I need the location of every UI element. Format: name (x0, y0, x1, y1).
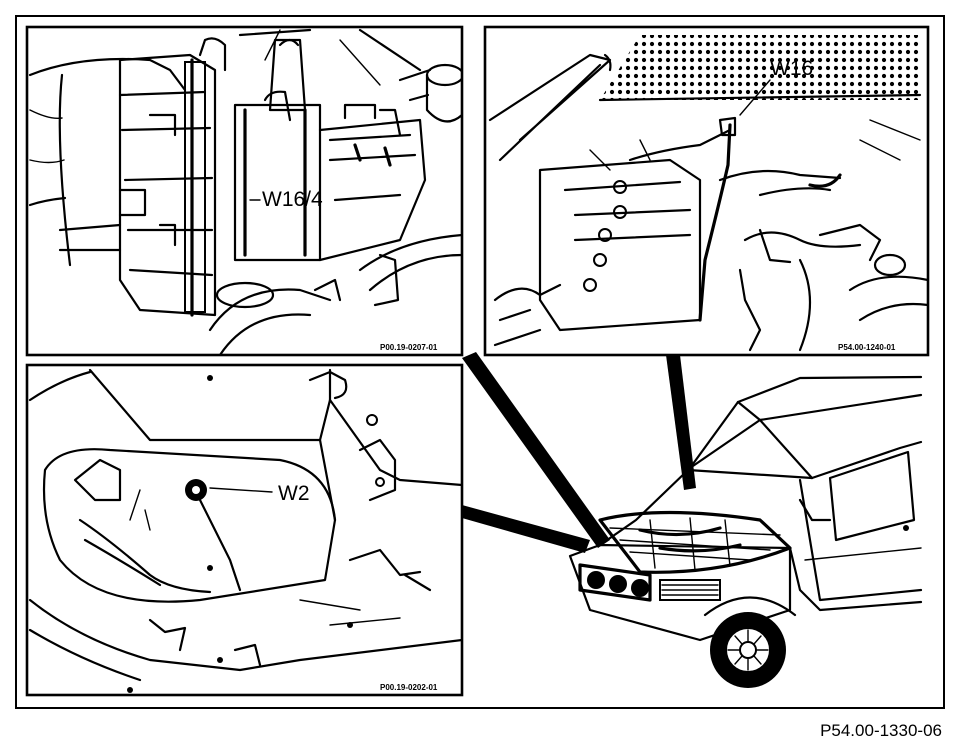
panel-code-bottom-left: P00.19-0202-01 (380, 683, 438, 692)
leader-lines (462, 352, 696, 553)
figure-id: P54.00-1330-06 (820, 721, 942, 740)
outer-border (15, 15, 945, 709)
callout-pointer (739, 79, 771, 116)
panel-code-top-right: P54.00-1240-01 (838, 343, 896, 352)
callout-w16-4: W16/4 (262, 188, 323, 211)
panel-bottom-left: W2 P00.19-0202-01 (25, 363, 464, 697)
panel-top-right: W16 P54.00-1240-01 (483, 25, 930, 357)
panel-top-left: W16/4 P00.19-0207-01 (25, 25, 464, 357)
callout-pointer (209, 487, 273, 493)
vehicle-illustration (568, 375, 923, 688)
callout-w2: W2 (278, 482, 310, 505)
panel-code-top-left: P00.19-0207-01 (380, 343, 438, 352)
callout-w16: W16 (770, 57, 813, 80)
